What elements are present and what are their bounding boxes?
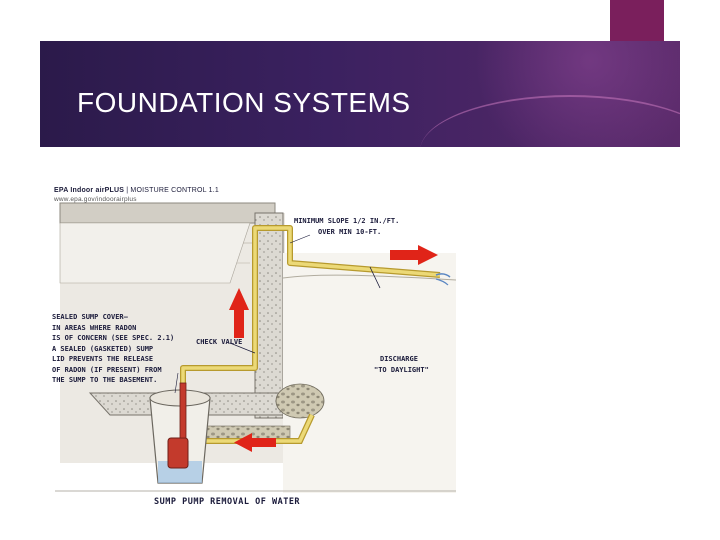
check-valve-label: CHECK VALVE (196, 337, 242, 348)
sealed-cover-line: THE SUMP TO THE BASEMENT. (52, 375, 174, 386)
sealed-cover-line: IS OF CONCERN (SEE SPEC. 2.1) (52, 333, 174, 344)
epa-header-rest: | MOISTURE CONTROL 1.1 (124, 187, 219, 194)
slide-title: FOUNDATION SYSTEMS (77, 87, 411, 119)
sealed-cover-line: SEALED SUMP COVER– (52, 312, 174, 323)
title-band: FOUNDATION SYSTEMS (40, 41, 680, 147)
sealed-cover-note: SEALED SUMP COVER– IN AREAS WHERE RADON … (52, 312, 174, 386)
discharge-line1: DISCHARGE (380, 354, 429, 365)
slope-label-line2: OVER MIN 10-FT. (318, 227, 399, 238)
epa-header-bold: EPA Indoor airPLUS (54, 187, 124, 194)
footing-gravel (276, 384, 324, 418)
slope-label-line1: MINIMUM SLOPE 1/2 IN./FT. (294, 216, 399, 227)
epa-url: www.epa.gov/indoorairplus (54, 195, 137, 205)
sealed-cover-line: LID PREVENTS THE RELEASE (52, 354, 174, 365)
slope-label: MINIMUM SLOPE 1/2 IN./FT. OVER MIN 10-FT… (294, 216, 399, 237)
discharge-line2: "TO DAYLIGHT" (374, 365, 429, 376)
title-swoosh (420, 95, 680, 147)
sump-pump (168, 438, 188, 468)
sealed-cover-line: A SEALED (GASKETED) SUMP (52, 344, 174, 355)
figure-caption: SUMP PUMP REMOVAL OF WATER (154, 497, 300, 508)
foundation-wall (255, 213, 283, 418)
sump-pump-illustration: EPA Indoor airPLUS | MOISTURE CONTROL 1.… (50, 183, 456, 513)
discharge-label: DISCHARGE "TO DAYLIGHT" (374, 354, 429, 375)
sealed-cover-line: IN AREAS WHERE RADON (52, 323, 174, 334)
sealed-cover-line: OF RADON (IF PRESENT) FROM (52, 365, 174, 376)
